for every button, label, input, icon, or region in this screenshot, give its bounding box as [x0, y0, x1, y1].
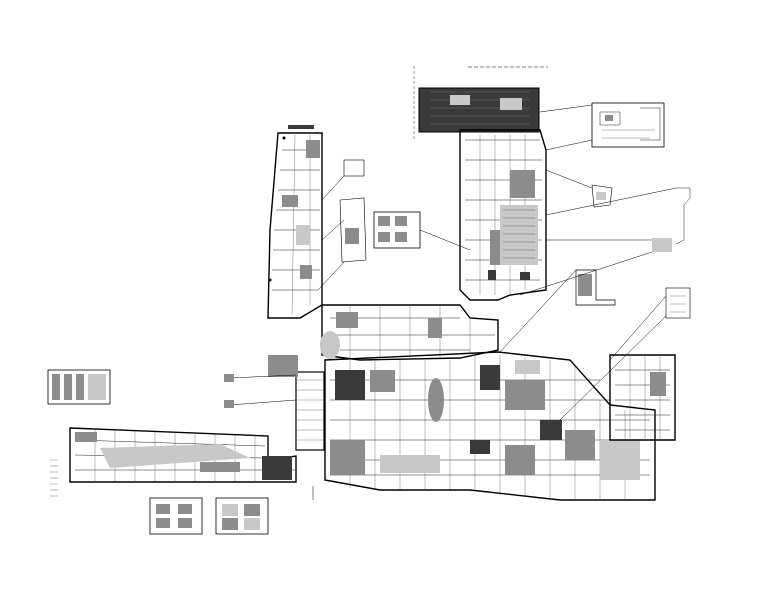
upper-right-wing: [459, 129, 547, 301]
lower-left-wing: [69, 427, 297, 483]
detail-panel-far-left: [47, 369, 111, 405]
right-annex: [609, 354, 676, 441]
detail-panel-top-right: [591, 102, 665, 148]
detail-panel-center-small: [373, 211, 421, 249]
detail-panel-mid-right: [575, 269, 616, 306]
detail-panel-bottom-1: [149, 497, 203, 535]
left-vertical-wing: [267, 125, 323, 319]
stair-core: [268, 355, 325, 451]
annotation-marks: [50, 136, 314, 500]
detail-panel-left-mid: [339, 197, 367, 263]
detail-panel-bottom-2: [215, 497, 269, 535]
detail-panel-upper-left: [343, 159, 365, 177]
central-main-block: [324, 351, 656, 501]
callout-leaders: [229, 104, 677, 421]
detail-panel-far-right: [665, 287, 691, 319]
central-corridor: [320, 304, 499, 361]
detail-panel-stair-elevation: [652, 187, 691, 252]
detail-panel-callout-a: [591, 184, 613, 208]
roof-block: [418, 87, 540, 133]
